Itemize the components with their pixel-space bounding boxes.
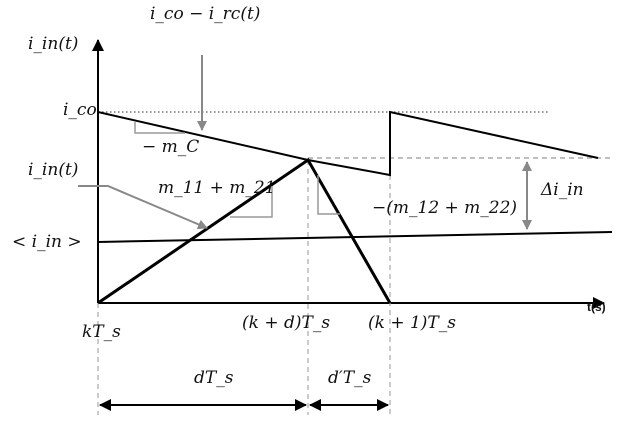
kTs-label: kT_s (82, 322, 121, 342)
delta-iin-label: Δi_in (541, 180, 584, 200)
dprimeTs-label: d′T_s (328, 368, 372, 388)
slope-triangles (134, 122, 340, 218)
k-plus-1-Ts-label: (k + 1)T_s (368, 313, 456, 333)
k-plus-d-Ts-label: (k + d)T_s (242, 313, 331, 333)
slope-fall-label: −(m_12 + m_22) (372, 198, 518, 218)
time-markers (97, 160, 391, 415)
iin-pointer-arrow (78, 185, 208, 230)
slope-mc-label: − m_C (142, 137, 200, 157)
iin-pointer-label: i_in(t) (28, 160, 79, 180)
slope-rise-label: m_11 + m_21 (158, 178, 276, 198)
average-current-label: < i_in > (12, 232, 82, 252)
y-axis-label: i_in(t) (28, 34, 79, 54)
axes (92, 39, 605, 309)
ico-label: i_co (63, 100, 97, 120)
average-current-line (97, 231, 613, 243)
x-axis-label: t(s) (587, 300, 606, 314)
inductor-current-ramp (97, 157, 392, 305)
dTs-label: dT_s (194, 368, 234, 388)
ico-minus-irc-label: i_co − i_rc(t) (150, 4, 261, 24)
compensation-sawtooth (97, 110, 599, 177)
